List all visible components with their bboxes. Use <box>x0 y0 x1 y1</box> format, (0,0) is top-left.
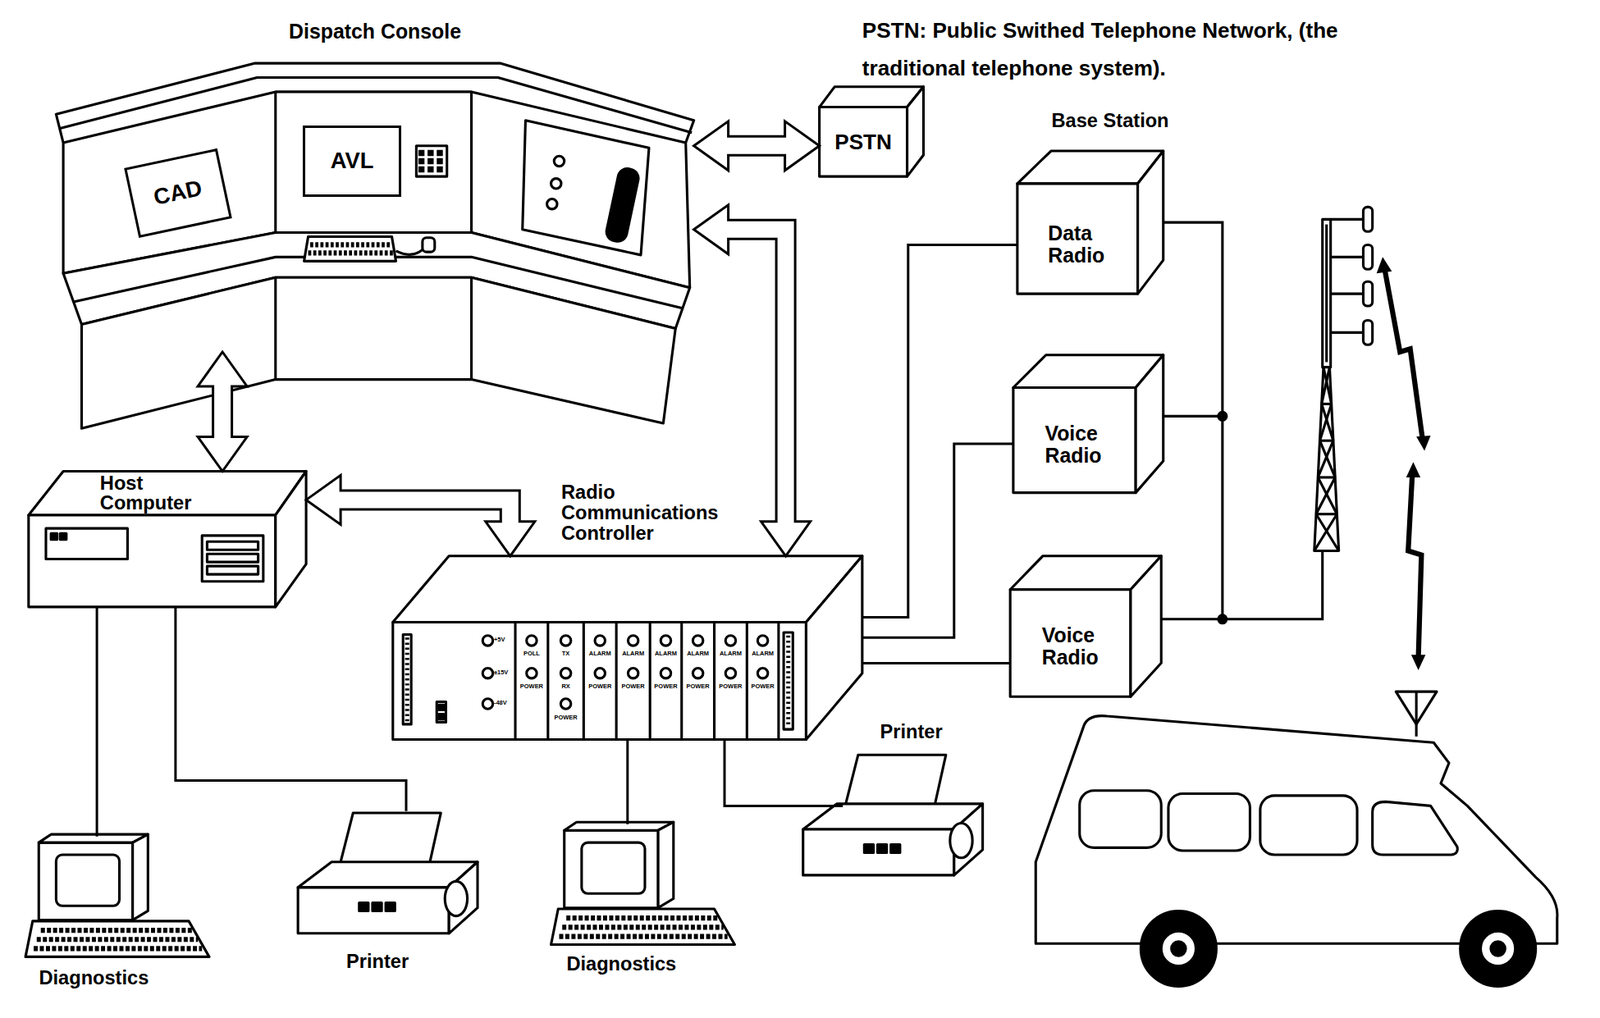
cad-screen: CAD <box>123 147 232 238</box>
host-computer: Host Computer <box>28 471 307 608</box>
indicator-label: ALARM <box>650 650 682 658</box>
indicator-label: POWER <box>682 683 714 691</box>
connector-line <box>96 607 98 837</box>
voice-radio: Voice Radio <box>1013 388 1136 494</box>
dispatch-console: Dispatch ConsoleCADAVL <box>55 55 694 352</box>
device-caption: Diagnostics <box>555 953 689 975</box>
connector-line <box>862 245 1018 618</box>
connector-line <box>862 662 1011 664</box>
indicator-label: POWER <box>516 683 547 691</box>
box-label: Voice Radio <box>1042 624 1124 670</box>
terminals-and-printers <box>25 754 983 957</box>
indicator-label: TX <box>550 650 581 658</box>
indicator-label: POWER <box>585 683 616 691</box>
equipment-boxes <box>28 86 1164 741</box>
box-heading: Radio Communications Controller <box>561 482 735 544</box>
box-label: Voice Radio <box>1044 422 1126 468</box>
voltage-label: ±15V <box>493 669 517 677</box>
indicator-label: ALARM <box>682 650 714 658</box>
pstn-box: PSTN <box>819 107 908 178</box>
screen-label: AVL <box>305 128 398 195</box>
connector-line <box>626 740 628 825</box>
data-radio: Data Radio <box>1017 183 1139 294</box>
connector-line <box>724 740 843 807</box>
diagnostics-terminal: Diagnostics <box>551 824 737 950</box>
note-text: PSTN: Public Swithed Telephone Network, … <box>862 12 1414 87</box>
printer: Printer <box>842 753 988 878</box>
radio-tower <box>1314 206 1373 551</box>
device-caption: Diagnostics <box>27 967 161 989</box>
device-caption: Printer <box>859 721 962 743</box>
indicator-label: ALARM <box>617 650 649 658</box>
indicator-label: ALARM <box>585 650 616 658</box>
indicator-label: POWER <box>747 683 778 691</box>
voltage-label: +5V <box>493 636 517 644</box>
avl-screen: AVL <box>302 125 401 197</box>
double-arrow <box>197 352 247 472</box>
indicator-label: ALARM <box>715 650 746 658</box>
antenna-wiring <box>1161 222 1322 624</box>
voice-radio: Voice Radio <box>1010 589 1131 698</box>
indicator-label: POLL <box>516 650 547 658</box>
double-arrow <box>306 475 535 556</box>
device-caption: Printer <box>326 950 429 973</box>
indicator-label: POWER <box>715 683 746 691</box>
indicator-label: ALARM <box>747 650 778 658</box>
console-heading: Dispatch Console <box>55 20 694 43</box>
console-drawing <box>55 63 694 429</box>
box-label: Data Radio <box>1047 222 1130 268</box>
voltage-label: -48V <box>493 699 517 707</box>
connector-line <box>175 607 407 812</box>
printer: Printer <box>296 811 478 937</box>
box-label: Host Computer <box>100 474 213 513</box>
screen-label: CAD <box>127 150 229 235</box>
indicator-label: RX <box>550 683 581 691</box>
radio-signal <box>1376 256 1431 671</box>
radio-controller: Radio Communications Controller <box>393 556 863 741</box>
group-label: Base Station <box>1038 109 1182 132</box>
indicator-label: POWER <box>617 683 649 691</box>
bus <box>1035 691 1558 987</box>
indicator-label: POWER <box>650 683 682 691</box>
box-label: PSTN <box>819 107 908 178</box>
connector-line <box>862 443 1014 638</box>
diagnostics-terminal: Diagnostics <box>25 836 211 966</box>
double-arrow <box>694 121 820 171</box>
indicator-label: POWER <box>550 714 581 722</box>
